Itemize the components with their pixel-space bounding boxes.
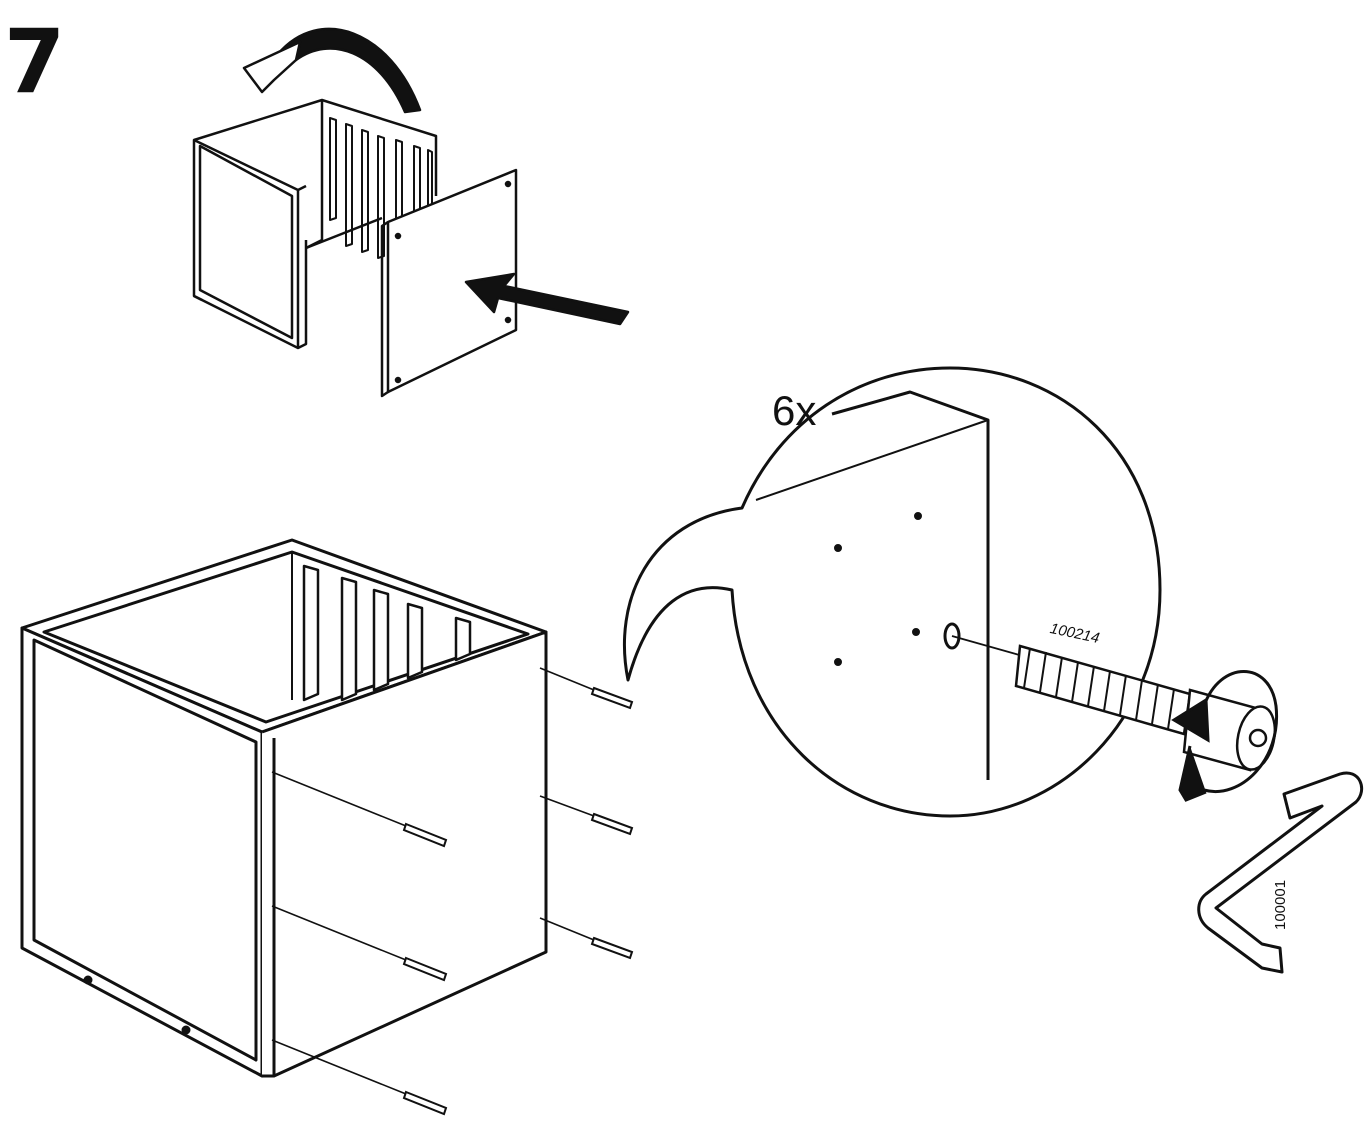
main-drawer-runners	[302, 564, 472, 702]
screw-icon	[271, 771, 448, 848]
detail-callout	[623, 366, 1162, 818]
turn-direction-icon	[1171, 670, 1279, 802]
main-cabinet	[20, 538, 548, 1078]
small-cabinet	[192, 98, 438, 350]
cam-hole	[181, 1025, 191, 1035]
screw-icon	[539, 795, 634, 836]
cam-hole	[83, 975, 93, 985]
screw-set	[271, 667, 634, 1116]
step-number: 7	[4, 10, 66, 113]
screw-icon	[271, 905, 448, 982]
rotate-arrow-icon	[242, 27, 422, 114]
detail-screw	[1014, 644, 1277, 772]
screw-icon	[539, 667, 634, 710]
drawer-runners	[329, 117, 433, 259]
screw-icon	[271, 1039, 448, 1116]
side-panel	[380, 168, 518, 398]
pre-drilled-hole	[943, 622, 961, 650]
screw-icon	[539, 917, 634, 960]
top-scene	[192, 27, 630, 398]
tool-number-label: 100001	[1272, 879, 1289, 930]
allen-key-icon	[1197, 771, 1363, 974]
push-arrow-icon	[464, 272, 630, 326]
quantity-label: 6x	[772, 387, 817, 434]
